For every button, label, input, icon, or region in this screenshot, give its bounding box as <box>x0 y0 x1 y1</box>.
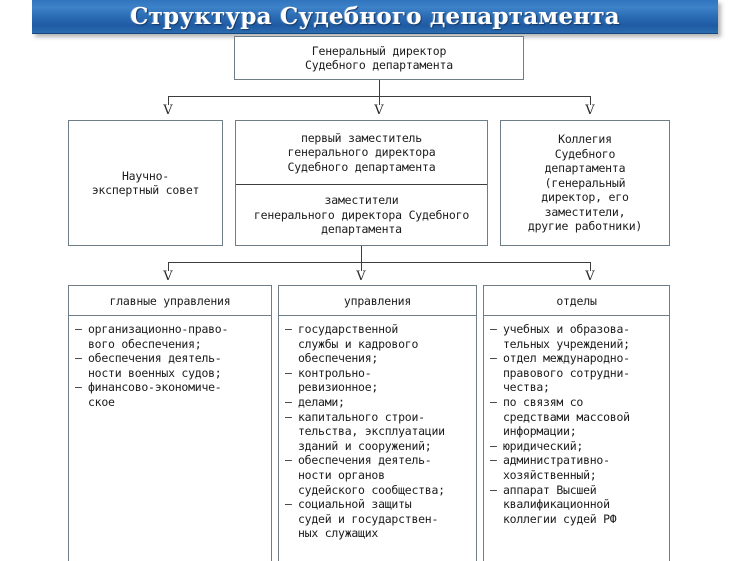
list-item: –административно- хозяйственный; <box>490 453 665 482</box>
connector-drop-1-mid <box>379 96 380 105</box>
bullet-dash-icon: – <box>490 322 497 336</box>
list-item: –обеспечения деятель- ности военных судо… <box>75 351 267 380</box>
list-item-text: социальной защиты судей и государствен- … <box>298 497 439 541</box>
list-item-text: по связям со средствами массовой информа… <box>503 394 630 439</box>
node-deputies: первый заместитель генерального директор… <box>235 120 488 246</box>
list-item: –организационно-право- вого обеспечения; <box>75 322 267 351</box>
list-item-text: учебных и образова- тельных учреждений; <box>503 322 630 351</box>
list-item-text: капитального строи- тельства, эксплуатац… <box>298 409 445 453</box>
node-general-director: Генеральный директор Судебного департаме… <box>234 36 524 80</box>
column-directorates-header: управления <box>279 286 476 316</box>
title-banner: Структура Судебного департамента <box>32 0 718 34</box>
column-directorates-body: –государственной службы и кадрового обес… <box>279 316 476 545</box>
bullet-dash-icon: – <box>490 482 497 497</box>
node-scientific-expert-council: Научно- экспертный совет <box>68 120 223 246</box>
list-item-text: финансово-экономиче- ское <box>88 380 222 409</box>
column-departments-header: отделы <box>484 286 669 316</box>
connector-trunk-1 <box>379 80 380 97</box>
list-item: –капитального строи- тельства, эксплуата… <box>285 410 472 454</box>
column-departments: отделы –учебных и образова- тельных учре… <box>483 285 670 561</box>
connector-drop-1-left <box>168 96 169 105</box>
list-item: –социальной защиты судей и государствен-… <box>285 497 472 541</box>
node-collegium-label: Коллегия Судебного департамента (генерал… <box>527 132 643 234</box>
bullet-dash-icon: – <box>490 438 497 453</box>
list-item-text: государственной службы и кадрового обесп… <box>298 322 419 366</box>
list-item: –делами; <box>285 395 472 410</box>
column-directorates-header-label: управления <box>343 293 412 308</box>
list-item-text: обеспечения деятель- ности военных судов… <box>88 351 222 380</box>
column-departments-header-label: отделы <box>556 293 597 308</box>
arrow-down-icon: V <box>163 269 173 284</box>
list-item: –юридический; <box>490 439 665 454</box>
node-deputies-label: заместители генерального директора Судеб… <box>253 193 470 237</box>
list-item-text: юридический; <box>503 438 584 453</box>
bullet-dash-icon: – <box>490 394 497 409</box>
bullet-dash-icon: – <box>490 453 497 468</box>
bullet-dash-icon: – <box>285 497 292 512</box>
connector-drop-1-right <box>590 96 591 105</box>
list-item-text: делами; <box>298 394 345 409</box>
node-collegium: Коллегия Судебного департамента (генерал… <box>500 120 670 246</box>
bullet-dash-icon: – <box>285 453 292 468</box>
node-general-director-label: Генеральный директор Судебного департаме… <box>305 43 453 73</box>
node-scientific-expert-council-label: Научно- экспертный совет <box>91 168 200 198</box>
arrow-down-icon: V <box>163 103 173 118</box>
column-main-directorates-header-label: главные управления <box>109 293 231 308</box>
column-main-directorates-header: главные управления <box>69 286 271 316</box>
list-item-text: административно- хозяйственный; <box>503 453 610 482</box>
column-main-directorates: главные управления –организационно-право… <box>68 285 272 561</box>
list-item: –учебных и образова- тельных учреждений; <box>490 322 665 351</box>
connector-drop-2-mid <box>361 262 362 271</box>
page-title: Структура Судебного департамента <box>130 3 620 30</box>
connector-drop-2-left <box>168 262 169 271</box>
connector-drop-2-right <box>590 262 591 271</box>
bullet-dash-icon: – <box>285 365 292 380</box>
list-item-text: организационно-право- вого обеспечения; <box>88 322 229 351</box>
bullet-dash-icon: – <box>75 380 82 395</box>
bullet-dash-icon: – <box>75 351 82 366</box>
list-item: –аппарат Высшей квалификационной коллеги… <box>490 483 665 527</box>
list-item: –по связям со средствами массовой информ… <box>490 395 665 439</box>
list-item: –контрольно- ревизионное; <box>285 366 472 395</box>
bullet-dash-icon: – <box>75 322 82 336</box>
arrow-down-icon: V <box>585 103 595 118</box>
list-item-text: обеспечения деятель- ности органов судей… <box>298 453 445 497</box>
column-main-directorates-body: –организационно-право- вого обеспечения;… <box>69 316 271 414</box>
node-deputies-first-label: первый заместитель генерального директор… <box>287 130 436 174</box>
bullet-dash-icon: – <box>285 394 292 409</box>
bullet-dash-icon: – <box>285 409 292 424</box>
list-item: –обеспечения деятель- ности органов суде… <box>285 453 472 497</box>
column-directorates: управления –государственной службы и кад… <box>278 285 477 561</box>
list-item: –отдел международно- правового сотрудни-… <box>490 351 665 395</box>
list-item: –финансово-экономиче- ское <box>75 380 267 409</box>
list-item: –государственной службы и кадрового обес… <box>285 322 472 366</box>
arrow-down-icon: V <box>356 269 366 284</box>
list-item-text: отдел международно- правового сотрудни- … <box>503 351 630 395</box>
bullet-dash-icon: – <box>285 322 292 336</box>
bullet-dash-icon: – <box>490 351 497 366</box>
arrow-down-icon: V <box>585 269 595 284</box>
connector-trunk-2 <box>361 246 362 263</box>
list-item-text: аппарат Высшей квалификационной коллегии… <box>503 482 617 526</box>
list-item-text: контрольно- ревизионное; <box>298 365 379 395</box>
column-departments-body: –учебных и образова- тельных учреждений;… <box>484 316 669 530</box>
arrow-down-icon: V <box>374 103 384 118</box>
connector-bar-2 <box>168 262 590 263</box>
